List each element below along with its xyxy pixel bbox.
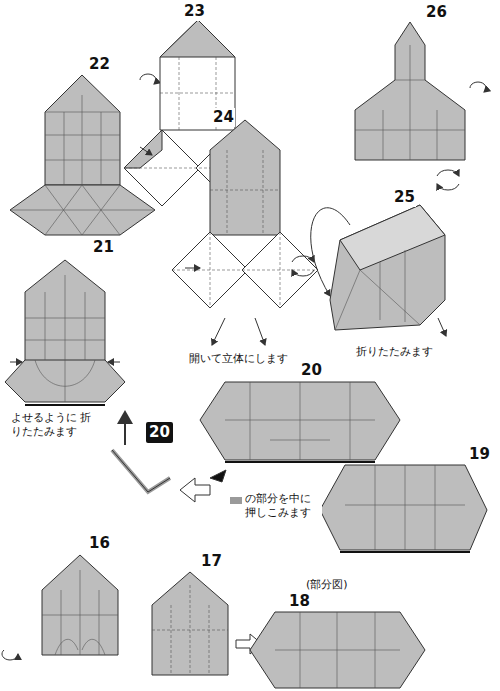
step-number: 19	[468, 445, 491, 464]
step-number: 23	[183, 2, 206, 21]
step-number: 26	[425, 3, 448, 22]
partial-view-note: (部分図)	[305, 578, 349, 592]
instruction-note: 開いて立体にします	[188, 352, 289, 366]
step-number: 17	[200, 552, 223, 571]
instruction-note: よせるように 折りたたみます	[10, 411, 94, 439]
step-number: 21	[92, 238, 115, 257]
step-number: 16	[88, 534, 111, 553]
step-number: 20	[146, 422, 173, 443]
step-number: 18	[288, 592, 311, 611]
step-number: 20	[300, 361, 323, 380]
step-number: 25	[393, 188, 416, 207]
step-number: 22	[88, 55, 111, 74]
instruction-note: の部分を中に 押しこみます	[244, 492, 322, 520]
instruction-note: 折りたたみます	[355, 345, 434, 359]
step-number: 24	[212, 108, 235, 127]
